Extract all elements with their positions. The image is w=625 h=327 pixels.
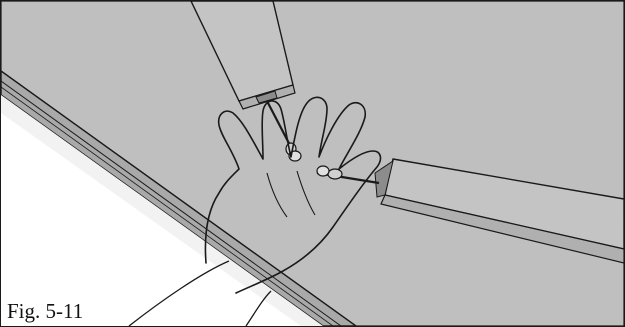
figure-caption: Fig. 5-11 bbox=[5, 301, 87, 322]
